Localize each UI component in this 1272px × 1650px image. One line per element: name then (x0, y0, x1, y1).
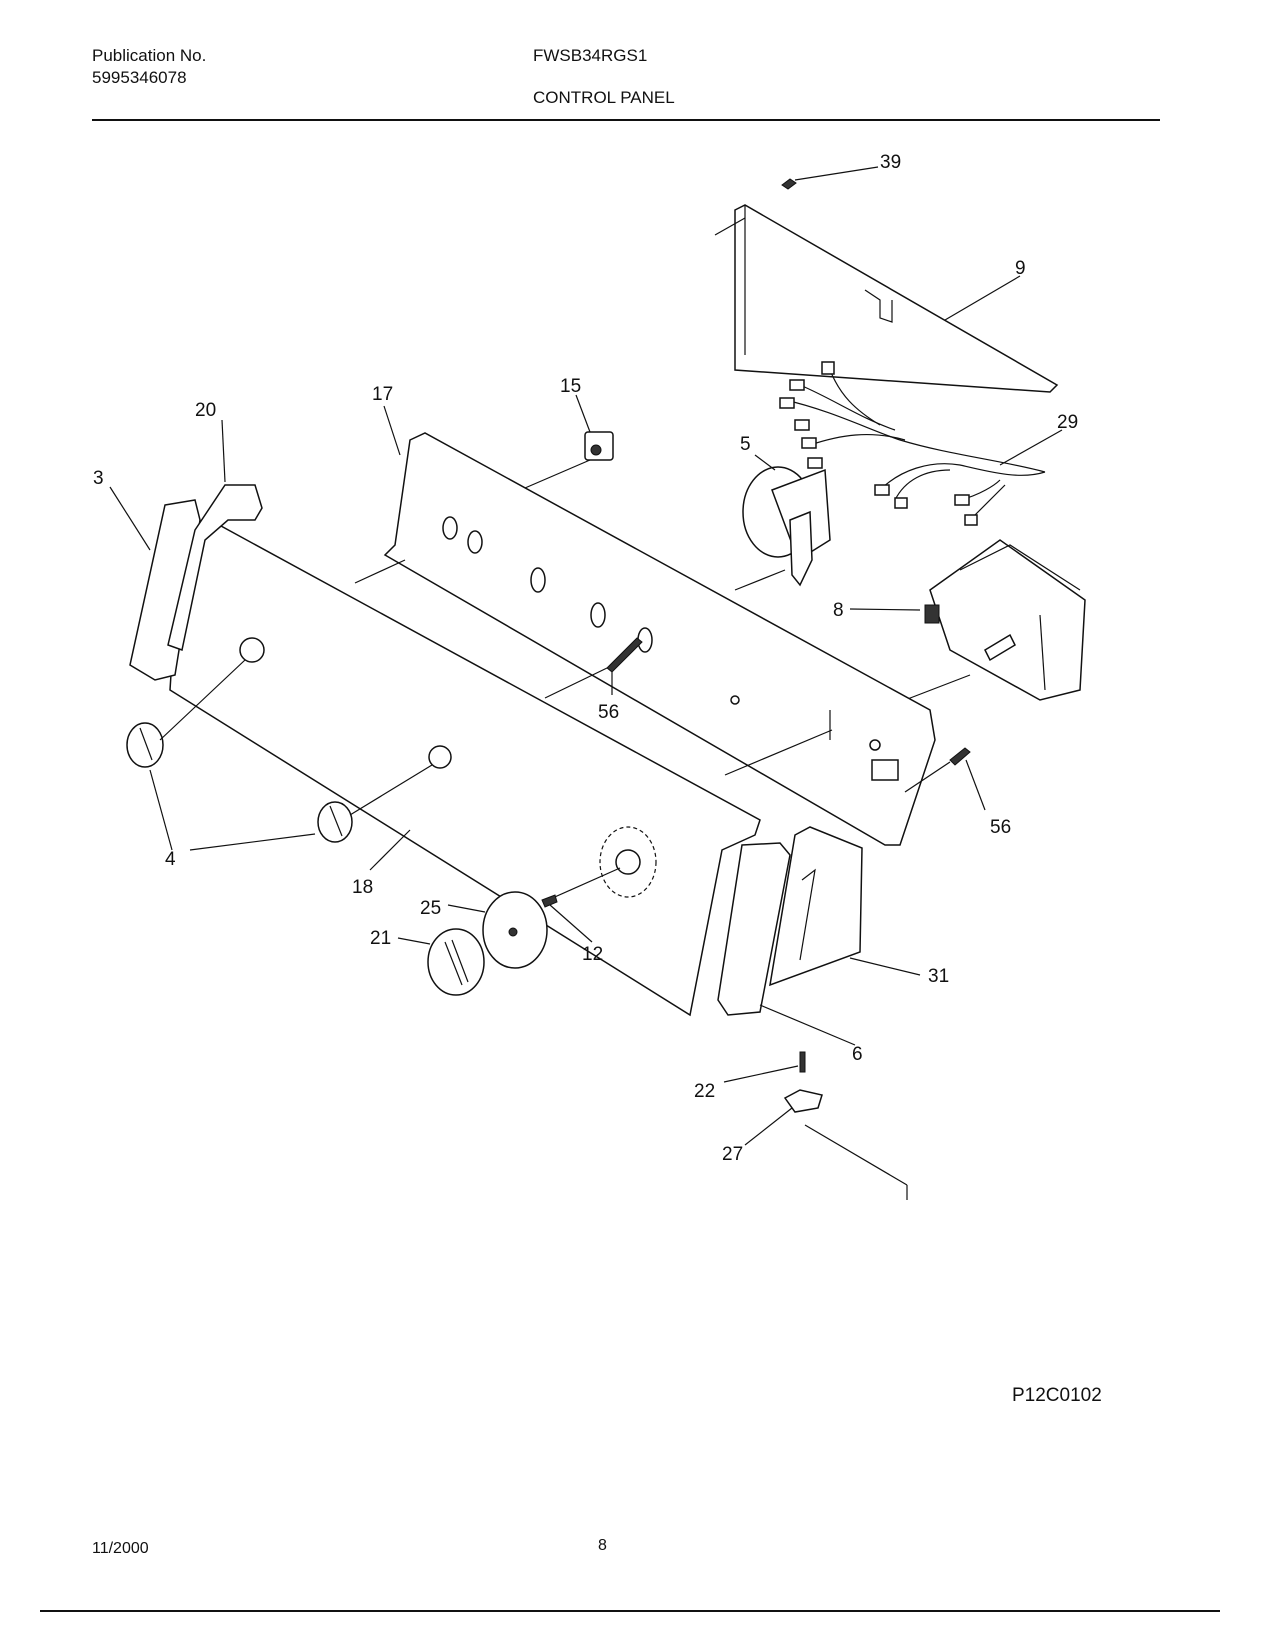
callout-17: 17 (372, 384, 393, 405)
part-25-dial (482, 891, 548, 969)
part-3-left-end-cap (129, 499, 201, 681)
callout-21: 21 (370, 928, 391, 949)
callout-31: 31 (928, 966, 949, 987)
part-6-right-end-cap (717, 842, 791, 1016)
callout-56-right: 56 (990, 817, 1011, 838)
callout-18: 18 (352, 877, 373, 898)
part-9-rear-panel (714, 204, 1059, 393)
part-8-timer (904, 539, 1086, 701)
callout-25: 25 (420, 898, 441, 919)
callout-9: 9 (1015, 258, 1026, 279)
part-56-screw-center (544, 637, 643, 699)
callout-15: 15 (560, 376, 581, 397)
callout-3: 3 (93, 468, 104, 489)
leader-lines (109, 275, 1063, 1146)
page-number: 8 (598, 1537, 607, 1554)
part-31-right-bracket (769, 826, 863, 987)
callout-56-center: 56 (598, 702, 619, 723)
part-12-shaft (541, 867, 621, 908)
publication-number: 5995346078 (92, 68, 187, 87)
publication-label: Publication No. (92, 46, 207, 65)
callout-22: 22 (694, 1081, 715, 1102)
figure-code: P12C0102 (1012, 1385, 1102, 1406)
part-29-wiring-harness (779, 361, 1046, 526)
callout-27: 27 (722, 1144, 743, 1165)
part-21-timer-knob (427, 928, 485, 996)
part-39-screw (781, 166, 879, 190)
callout-8: 8 (833, 600, 844, 621)
part-22-screw (799, 1051, 806, 1073)
model-number: FWSB34RGS1 (533, 46, 648, 65)
part-17-control-panel-back (383, 432, 936, 846)
part-20-left-bracket (167, 484, 263, 651)
callout-labels: 39 9 29 5 8 15 17 20 3 56 56 4 18 25 21 … (93, 152, 1078, 1165)
callout-4: 4 (165, 849, 176, 870)
section-title: CONTROL PANEL (533, 88, 675, 107)
footer-rule (40, 1610, 1220, 1612)
callout-12: 12 (582, 944, 603, 965)
part-27-clip (783, 1089, 908, 1200)
callout-20: 20 (195, 400, 216, 421)
footer-date: 11/2000 (92, 1540, 149, 1557)
part-18-front-console (169, 519, 833, 1017)
part-15-switch (524, 431, 614, 489)
part-4-knobs (126, 659, 433, 843)
header-rule (92, 119, 1160, 121)
callout-5: 5 (740, 434, 751, 455)
part-56-screw-right (904, 747, 971, 793)
callout-6: 6 (852, 1044, 863, 1065)
part-5-pressure-switch (734, 466, 831, 591)
callout-29: 29 (1057, 412, 1078, 433)
callout-39: 39 (880, 152, 901, 173)
